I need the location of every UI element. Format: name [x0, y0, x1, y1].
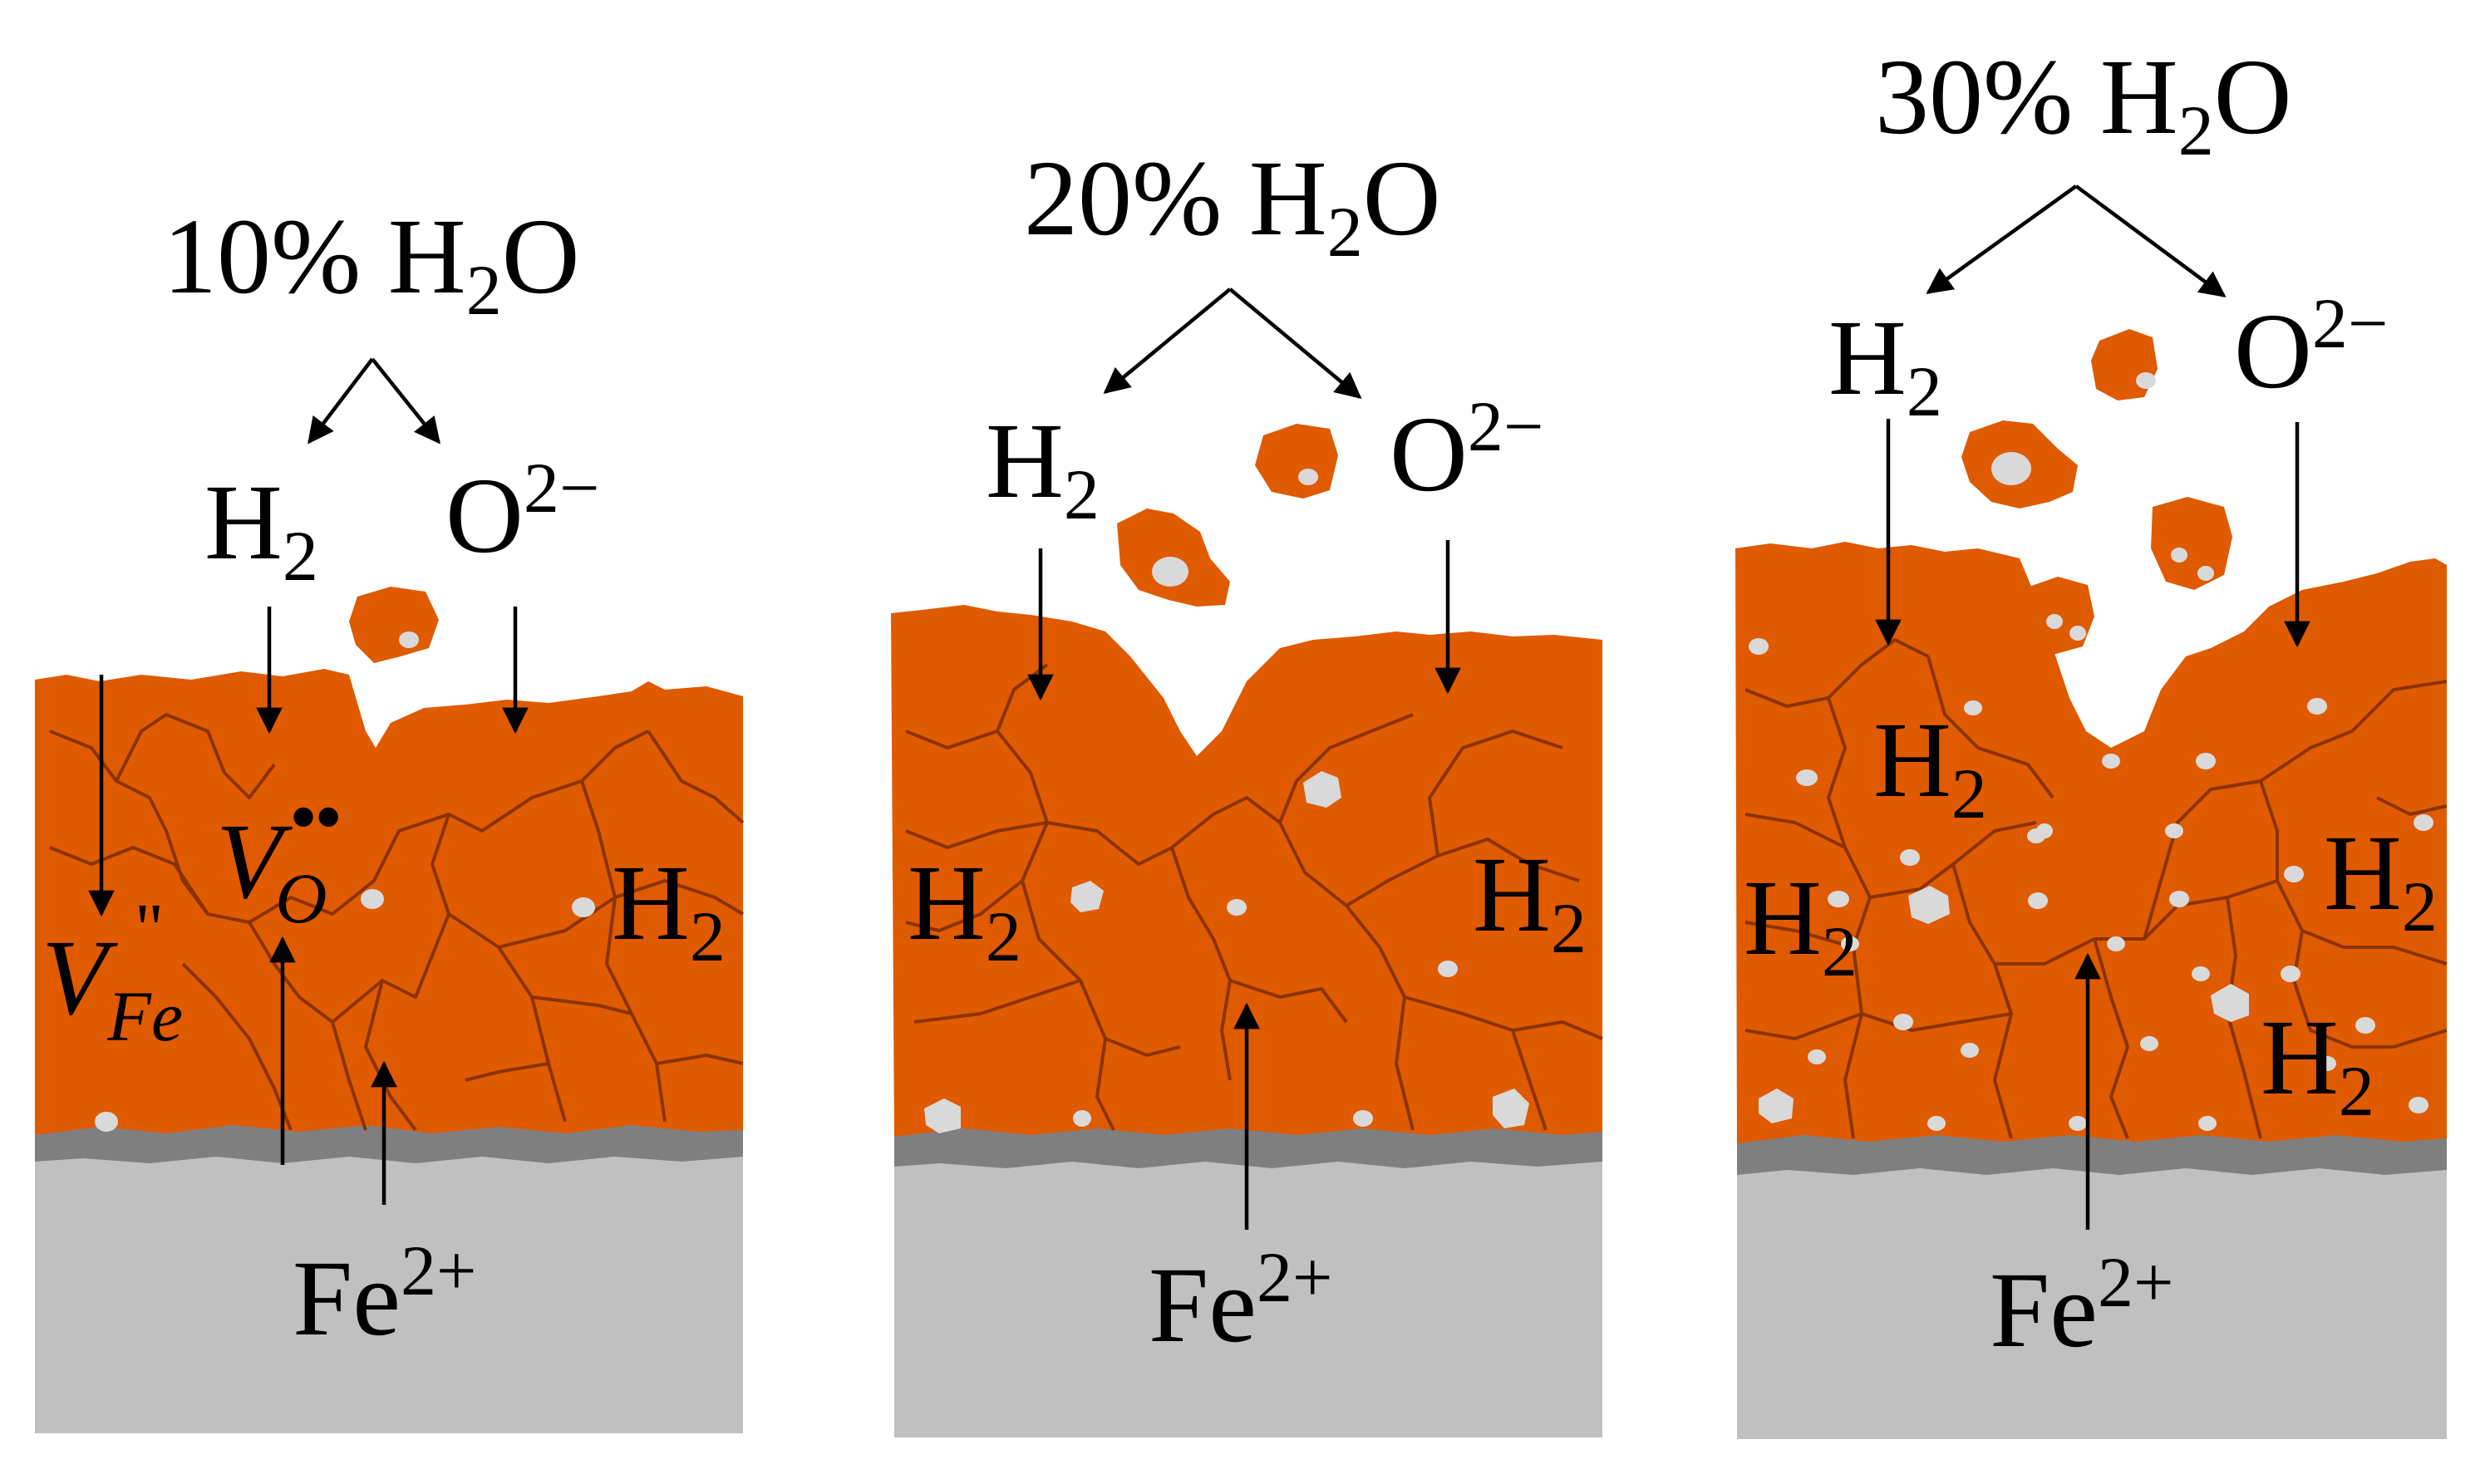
h2-inner-label: H2	[612, 843, 726, 976]
fe-ion-label: Fe2+	[1149, 1237, 1333, 1365]
oxide-flake	[1961, 420, 2078, 509]
panel-1: 10% H2O H2 O2− H2 VO •• VFe " Fe2+	[35, 197, 745, 1433]
h2-inner-label: H2	[1744, 858, 1858, 991]
water-label: 30% H2O	[1875, 37, 2292, 170]
oxide-flake	[2151, 497, 2232, 590]
split-arrow-h2	[1926, 184, 2078, 294]
oxide-flake	[2091, 329, 2158, 400]
split-arrow-h2	[308, 357, 374, 445]
oxide-cracks	[905, 663, 1603, 1131]
pores	[1749, 638, 2433, 1131]
water-label: 20% H2O	[1024, 139, 1441, 272]
oxide-flake	[1117, 509, 1230, 607]
oxygen-vacancy-label: VO	[216, 802, 327, 938]
panel-3: 30% H2O H2 O2− H2 H2 H2 H2 Fe2+	[1735, 37, 2448, 1439]
oxide-flake	[2015, 577, 2094, 655]
split-arrow-h2	[1103, 287, 1232, 395]
panel-2: 20% H2O H2 O2− H2 H2 Fe2+	[891, 139, 1603, 1437]
split-arrow-o	[2074, 184, 2227, 297]
h2-label: H2	[204, 463, 318, 596]
oxide-ion-label: O2−	[1390, 386, 1543, 514]
oxide-ion-label: O2−	[445, 448, 599, 576]
h2-label: H2	[1828, 298, 1942, 431]
pores	[924, 771, 1529, 1133]
h2-inner-label: H2	[1473, 835, 1587, 968]
split-arrow-o	[371, 357, 440, 445]
pores	[95, 889, 595, 1132]
oxygen-vacancy-charge: ••	[291, 777, 341, 857]
oxide-flake	[349, 587, 439, 663]
interface-layer	[1737, 1132, 2447, 1175]
oxide-cracks	[1744, 638, 2448, 1139]
fe-ion-label: Fe2+	[1990, 1242, 2174, 1370]
iron-vacancy-label: VFe	[42, 918, 183, 1056]
oxide-ion-label: O2−	[2234, 283, 2388, 411]
fe-ion-label: Fe2+	[293, 1231, 477, 1359]
h2-label: H2	[986, 401, 1100, 534]
oxide-flake	[1255, 424, 1338, 499]
iron-vacancy-charge: "	[135, 888, 164, 968]
h2-inner-label: H2	[2261, 998, 2374, 1131]
water-label: 10% H2O	[163, 197, 580, 330]
h2-inner-label: H2	[2324, 813, 2438, 946]
h2-inner-label: H2	[908, 843, 1021, 976]
substrate	[1737, 1163, 2447, 1439]
split-arrow-o	[1228, 287, 1362, 400]
substrate	[35, 1147, 743, 1433]
h2-inner-label: H2	[1873, 700, 1987, 833]
oxide-scale	[1735, 542, 2447, 1143]
